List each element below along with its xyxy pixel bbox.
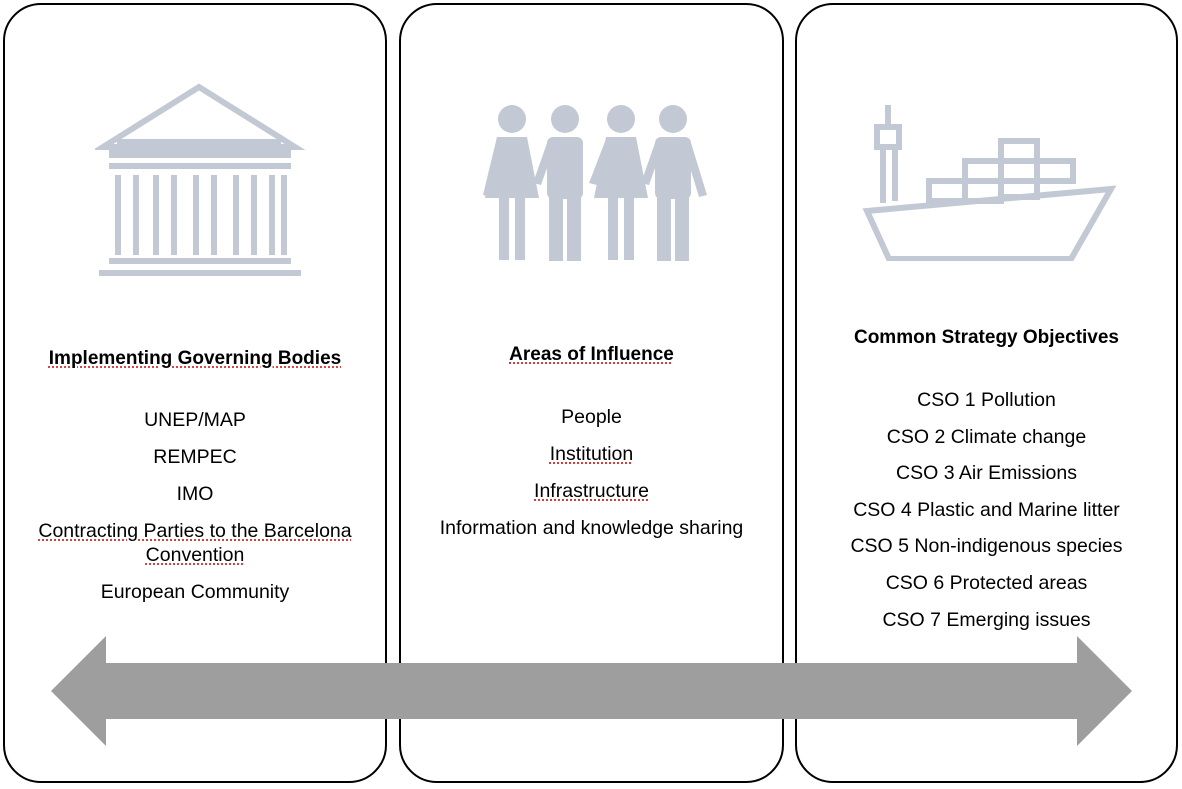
areas-of-influence-title: Areas of Influence xyxy=(509,344,674,365)
arrow-shape xyxy=(51,636,1132,746)
building-columns-icon xyxy=(95,83,305,276)
areas-of-influence-panel: Areas of Influence People Institution In… xyxy=(399,3,784,783)
list-item: CSO 4 Plastic and Marine litter xyxy=(853,498,1120,521)
people-group-icon xyxy=(483,105,707,261)
list-item: REMPEC xyxy=(153,446,237,468)
list-item: CSO 5 Non-indigenous species xyxy=(850,535,1123,558)
areas-of-influence-list: People Institution Infrastructure Inform… xyxy=(401,405,782,553)
governing-bodies-panel: Implementing Governing Bodies UNEP/MAP R… xyxy=(3,3,387,783)
list-item: CSO 1 Pollution xyxy=(917,389,1056,411)
list-item: People xyxy=(561,406,622,428)
list-item: CSO 2 Climate change xyxy=(886,425,1087,448)
list-item: IMO xyxy=(176,483,214,505)
list-item: CSO 3 Air Emissions xyxy=(896,462,1077,485)
list-item: Institution xyxy=(549,443,634,465)
list-item: Information and knowledge sharing xyxy=(439,517,744,539)
list-item: European Community xyxy=(100,581,290,603)
governing-bodies-list: UNEP/MAP REMPEC IMO Contracting Parties … xyxy=(5,408,385,617)
list-item: Infrastructure xyxy=(534,480,649,502)
governing-bodies-title: Implementing Governing Bodies xyxy=(48,348,342,369)
list-item: CSO 7 Emerging issues xyxy=(882,608,1091,631)
list-item: UNEP/MAP xyxy=(144,409,246,431)
objectives-list: CSO 1 Pollution CSO 2 Climate change CSO… xyxy=(797,388,1176,644)
common-strategy-objectives-panel: Common Strategy Objectives CSO 1 Polluti… xyxy=(795,3,1178,783)
list-item: CSO 6 Protected areas xyxy=(885,571,1088,594)
common-strategy-objectives-title: Common Strategy Objectives xyxy=(853,327,1120,348)
list-item: Contracting Parties to the Barcelona Con… xyxy=(38,520,352,566)
cargo-ship-icon xyxy=(862,105,1117,261)
